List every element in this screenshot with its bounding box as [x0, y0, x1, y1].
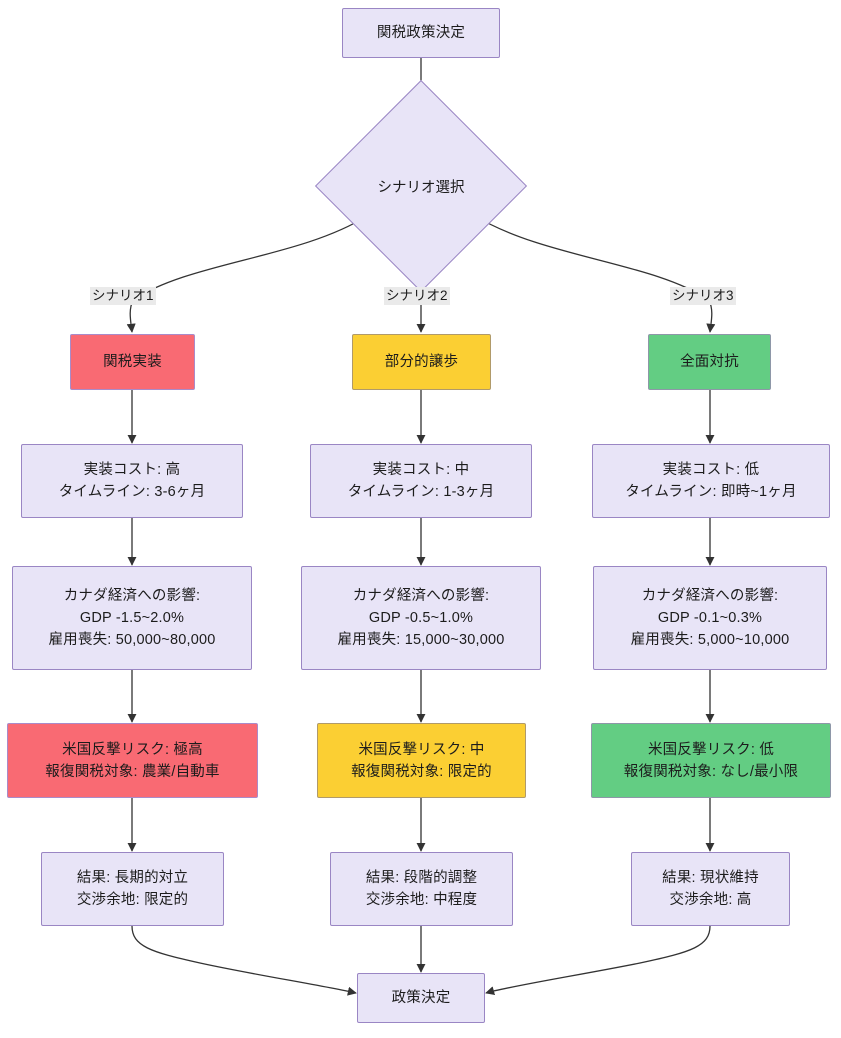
node-scenario2-risk[interactable]: 米国反撃リスク: 中 報復関税対象: 限定的: [317, 723, 526, 798]
node-scenario1-action[interactable]: 関税実装: [70, 334, 195, 390]
node-scenario3-action[interactable]: 全面対抗: [648, 334, 771, 390]
node-label: 関税実装: [103, 354, 162, 370]
node-label-line2: 報復関税対象: 限定的: [351, 763, 492, 780]
edge-decision-to-scenario3: [474, 215, 716, 333]
node-label-line2: 交渉余地: 高: [669, 892, 752, 908]
node-scenario3-risk[interactable]: 米国反撃リスク: 低 報復関税対象: なし/最小限: [591, 723, 831, 798]
node-label-line1: 米国反撃リスク: 中: [358, 741, 485, 758]
node-label-line1: 結果: 段階的調整: [365, 870, 478, 886]
node-scenario2-action[interactable]: 部分的譲歩: [352, 334, 491, 390]
node-label: 全面対抗: [680, 354, 739, 370]
node-scenario2-cost[interactable]: 実装コスト: 中 タイムライン: 1-3ヶ月: [310, 444, 532, 518]
node-scenario1-cost[interactable]: 実装コスト: 高 タイムライン: 3-6ヶ月: [21, 444, 243, 518]
edge-s1-result-to-final: [131, 925, 357, 996]
edge-s3-result-to-final: [485, 925, 711, 996]
node-scenario3-cost[interactable]: 実装コスト: 低 タイムライン: 即時~1ヶ月: [592, 444, 830, 518]
node-label-line1: カナダ経済への影響:: [641, 588, 779, 604]
edge-label-scenario3: シナリオ3: [670, 287, 736, 305]
node-label-line2: 報復関税対象: なし/最小限: [623, 763, 799, 780]
node-label-line2: GDP -1.5~2.0%: [79, 610, 185, 626]
node-scenario1-result[interactable]: 結果: 長期的対立 交渉余地: 限定的: [41, 852, 224, 926]
edge-decision-to-scenario1: [126, 215, 368, 333]
node-label-line2: 報復関税対象: 農業/自動車: [45, 763, 220, 780]
node-policy-decision-final[interactable]: 政策決定: [357, 973, 485, 1023]
node-label-line3: 雇用喪失: 15,000~30,000: [337, 632, 505, 648]
edge-label-scenario1: シナリオ1: [90, 287, 156, 305]
node-label-line3: 雇用喪失: 5,000~10,000: [630, 632, 790, 648]
edge-label-scenario2: シナリオ2: [384, 287, 450, 305]
node-label-line2: タイムライン: 即時~1ヶ月: [625, 484, 797, 500]
node-label-line1: 実装コスト: 低: [662, 462, 760, 478]
node-scenario3-impact[interactable]: カナダ経済への影響: GDP -0.1~0.3% 雇用喪失: 5,000~10,…: [593, 566, 827, 670]
node-label-line1: カナダ経済への影響:: [352, 588, 490, 604]
node-scenario1-risk[interactable]: 米国反撃リスク: 極高 報復関税対象: 農業/自動車: [7, 723, 258, 798]
node-label-line1: 結果: 長期的対立: [76, 870, 189, 886]
node-scenario2-impact[interactable]: カナダ経済への影響: GDP -0.5~1.0% 雇用喪失: 15,000~30…: [301, 566, 541, 670]
node-label: 部分的譲歩: [384, 354, 459, 370]
node-label-line1: 実装コスト: 中: [372, 462, 470, 478]
node-label-line2: 交渉余地: 限定的: [76, 892, 189, 908]
node-scenario1-impact[interactable]: カナダ経済への影響: GDP -1.5~2.0% 雇用喪失: 50,000~80…: [12, 566, 252, 670]
node-scenario2-result[interactable]: 結果: 段階的調整 交渉余地: 中程度: [330, 852, 513, 926]
node-label-line1: 米国反撃リスク: 極高: [62, 741, 203, 758]
node-tariff-policy-decision[interactable]: 関税政策決定: [342, 8, 500, 58]
node-label-line2: タイムライン: 3-6ヶ月: [58, 484, 206, 500]
node-label-line2: GDP -0.1~0.3%: [657, 610, 763, 626]
node-label: シナリオ選択: [377, 179, 465, 196]
node-label-line2: GDP -0.5~1.0%: [368, 610, 474, 626]
node-label: 政策決定: [391, 990, 451, 1006]
node-label: 関税政策決定: [376, 25, 466, 41]
node-label-line2: 交渉余地: 中程度: [365, 892, 478, 908]
node-label-line2: タイムライン: 1-3ヶ月: [347, 484, 495, 500]
node-label-line1: 米国反撃リスク: 低: [647, 741, 775, 758]
node-scenario-selection-label: シナリオ選択: [346, 111, 496, 261]
node-label-line1: 実装コスト: 高: [83, 462, 181, 478]
node-scenario3-result[interactable]: 結果: 現状維持 交渉余地: 高: [631, 852, 790, 926]
node-label-line3: 雇用喪失: 50,000~80,000: [48, 632, 216, 648]
node-label-line1: 結果: 現状維持: [662, 870, 759, 886]
node-label-line1: カナダ経済への影響:: [63, 588, 201, 604]
